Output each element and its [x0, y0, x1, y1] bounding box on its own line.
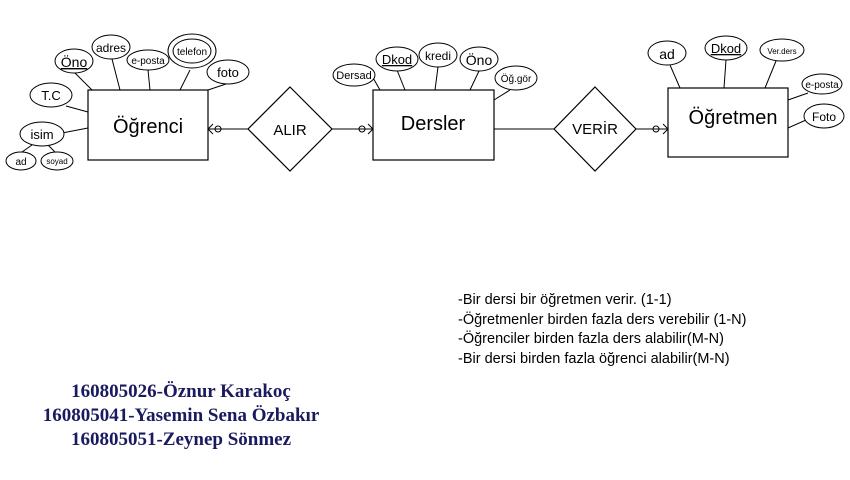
- attribute-connectors: [21, 58, 809, 153]
- attr-dersler-oggor-label: Öğ.gör: [501, 73, 532, 85]
- attr-ogrenci-soyad: soyad: [40, 151, 74, 171]
- attr-ogrenci-ono-label: Öno: [61, 53, 88, 70]
- attr-ogrenci-telefon-label: telefon: [177, 47, 207, 58]
- attr-dersler-dkod-label: Dkod: [382, 52, 412, 67]
- attr-ogretmen-foto-label: Foto: [812, 110, 836, 124]
- attr-ogrenci-ad-label: ad: [15, 157, 26, 168]
- attr-ogrenci-ono: Öno: [54, 48, 94, 74]
- attr-ogrenci-tc: T.C: [29, 82, 73, 108]
- attr-ogrenci-adres-label: adres: [96, 41, 126, 55]
- attr-ogretmen-eposta-label: e-posta: [805, 80, 839, 91]
- attr-dersler-dersad: Dersad: [332, 63, 376, 87]
- attr-dersler-oggor: Öğ.gör: [494, 65, 538, 91]
- attr-dersler-dkod: Dkod: [375, 46, 419, 72]
- attr-ogretmen-dkod: Dkod: [704, 35, 748, 61]
- attr-ogrenci-isim: isim: [19, 121, 65, 147]
- attr-ogrenci-ad: ad: [5, 151, 37, 171]
- attr-ogrenci-eposta-label: e-posta: [131, 56, 165, 67]
- entity-ogretmen-label: Öğretmen: [689, 107, 778, 129]
- attr-ogretmen-verders-label: Ver.ders: [767, 47, 796, 56]
- attr-ogrenci-eposta: e-posta: [126, 49, 170, 71]
- entity-ogrenci-label: Öğrenci: [113, 116, 183, 138]
- attr-ogrenci-foto-label: foto: [217, 65, 239, 80]
- attr-ogretmen-verders: Ver.ders: [759, 38, 805, 62]
- attr-dersler-kredi-label: kredi: [425, 49, 451, 63]
- attr-ogretmen-foto: Foto: [803, 103, 845, 129]
- attr-ogretmen-eposta: e-posta: [801, 73, 843, 95]
- relationship-verir-label: VERİR: [572, 120, 618, 138]
- author-line: 160805051-Zeynep Sönmez: [70, 429, 292, 450]
- relationship-alir-label: ALIR: [273, 122, 307, 139]
- entity-ogrenci: Öğrenci: [87, 89, 209, 161]
- attr-ogrenci-foto: foto: [206, 59, 250, 85]
- relationship-alir: ALIR: [247, 86, 333, 172]
- entity-dersler-label: Dersler: [401, 113, 466, 135]
- attr-dersler-dersad-label: Dersad: [336, 70, 371, 82]
- authors: 160805026-Öznur Karakoç 160805041-Yasemi…: [0, 380, 362, 452]
- attr-dersler-ono: Öno: [459, 46, 499, 72]
- entity-dersler: Dersler: [372, 89, 495, 161]
- author-line: 160805041-Yasemin Sena Özbakır: [42, 405, 320, 426]
- attr-ogretmen-ad: ad: [647, 40, 687, 66]
- note-line: -Öğrenciler birden fazla ders alabilir(M…: [458, 331, 724, 347]
- relationship-verir: VERİR: [553, 86, 637, 172]
- note-line: -Bir dersi bir öğretmen verir. (1-1): [458, 292, 672, 308]
- attr-ogrenci-soyad-label: soyad: [46, 157, 67, 166]
- attr-ogrenci-telefon: telefon: [167, 33, 217, 69]
- note-line: -Bir dersi birden fazla öğrenci alabilir…: [458, 350, 730, 367]
- attr-ogrenci-isim-label: isim: [30, 127, 53, 142]
- relationship-connectors: [207, 123, 669, 135]
- attr-ogretmen-ad-label: ad: [659, 46, 675, 62]
- attr-ogretmen-dkod-label: Dkod: [711, 41, 741, 56]
- attr-ogrenci-tc-label: T.C: [41, 88, 61, 103]
- note-line: -Öğretmenler birden fazla ders verebilir…: [458, 311, 747, 328]
- attr-ogrenci-adres: adres: [91, 34, 131, 60]
- entity-ogretmen: Öğretmen: [667, 87, 789, 158]
- attr-dersler-kredi: kredi: [418, 42, 458, 68]
- attr-dersler-ono-label: Öno: [466, 51, 493, 68]
- notes: -Bir dersi bir öğretmen verir. (1-1) -Öğ…: [458, 291, 747, 369]
- author-line: 160805026-Öznur Karakoç: [71, 381, 291, 402]
